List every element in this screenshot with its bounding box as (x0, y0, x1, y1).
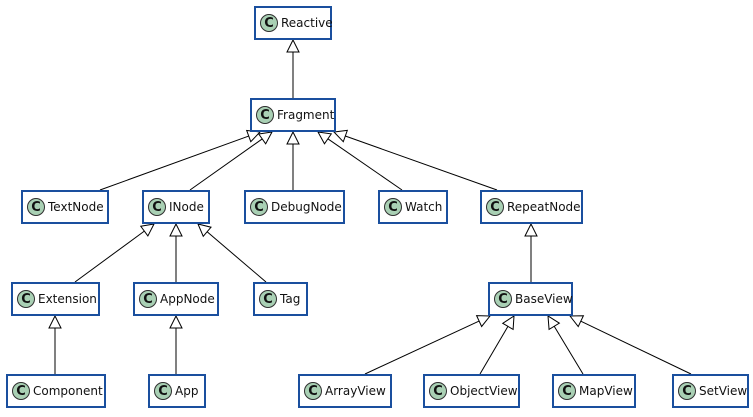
class-name-inode: INode (169, 200, 204, 214)
edge-textnode-to-fragment (99, 135, 249, 191)
class-name-baseview: BaseView (515, 292, 573, 306)
inheritance-arrowhead (524, 222, 538, 237)
class-stereotype-icon: C (486, 198, 504, 216)
class-name-extension: Extension (38, 292, 97, 306)
class-name-repeatnode: RepeatNode (507, 200, 581, 214)
class-stereotype-icon: C (250, 198, 268, 216)
inheritance-arrowhead (48, 314, 62, 329)
inheritance-arrowhead (332, 129, 349, 143)
class-stereotype-icon: C (12, 382, 30, 400)
class-name-component: Component (33, 384, 103, 398)
class-name-tag: Tag (280, 292, 301, 306)
class-stereotype-icon: C (429, 382, 447, 400)
edge-tag-to-inode (206, 231, 267, 283)
class-stereotype-icon: C (558, 382, 576, 400)
class-name-reactive: Reactive (281, 16, 333, 30)
edge-arrayview-to-baseview (364, 320, 480, 375)
inheritance-arrowhead (169, 222, 183, 237)
inheritance-arrowhead (257, 131, 273, 145)
class-stereotype-icon: C (27, 198, 45, 216)
class-name-debugnode: DebugNode (271, 200, 342, 214)
class-name-objectview: ObjectView (450, 384, 518, 398)
class-stereotype-icon: C (259, 290, 277, 308)
class-name-appnode: AppNode (160, 292, 215, 306)
class-stereotype-icon: C (154, 382, 172, 400)
inheritance-arrowhead (568, 315, 585, 328)
class-stereotype-icon: C (384, 198, 402, 216)
class-name-app: App (175, 384, 199, 398)
class-name-watch: Watch (405, 200, 443, 214)
edge-repeatnode-to-fragment (345, 135, 498, 191)
inheritance-arrowhead (475, 315, 492, 328)
edge-extension-to-inode (74, 230, 145, 283)
edge-watch-to-fragment (327, 138, 403, 191)
class-stereotype-icon: C (148, 198, 166, 216)
class-name-fragment: Fragment (277, 108, 335, 122)
inheritance-arrowhead (317, 131, 333, 145)
edge-mapview-to-baseview (553, 326, 584, 375)
inheritance-arrowhead (286, 130, 300, 145)
inheritance-arrowhead (286, 38, 300, 53)
edge-objectview-to-baseview (479, 326, 509, 375)
class-stereotype-icon: C (17, 290, 35, 308)
inheritance-arrowhead (547, 315, 561, 331)
class-name-textnode: TextNode (48, 200, 104, 214)
class-stereotype-icon: C (304, 382, 322, 400)
inheritance-arrowhead (169, 314, 183, 329)
inheritance-arrowhead (139, 223, 155, 237)
edge-setview-to-baseview (580, 320, 692, 375)
class-name-setview: SetView (699, 384, 748, 398)
inheritance-arrowhead (197, 223, 212, 238)
class-stereotype-icon: C (494, 290, 512, 308)
class-stereotype-icon: C (678, 382, 696, 400)
class-name-arrayview: ArrayView (325, 384, 386, 398)
class-stereotype-icon: C (256, 106, 274, 124)
class-name-mapview: MapView (579, 384, 633, 398)
class-stereotype-icon: C (260, 14, 278, 32)
edge-inode-to-fragment (189, 138, 263, 191)
class-stereotype-icon: C (139, 290, 157, 308)
inheritance-arrowhead (501, 315, 515, 331)
inheritance-arrowhead (245, 129, 262, 143)
